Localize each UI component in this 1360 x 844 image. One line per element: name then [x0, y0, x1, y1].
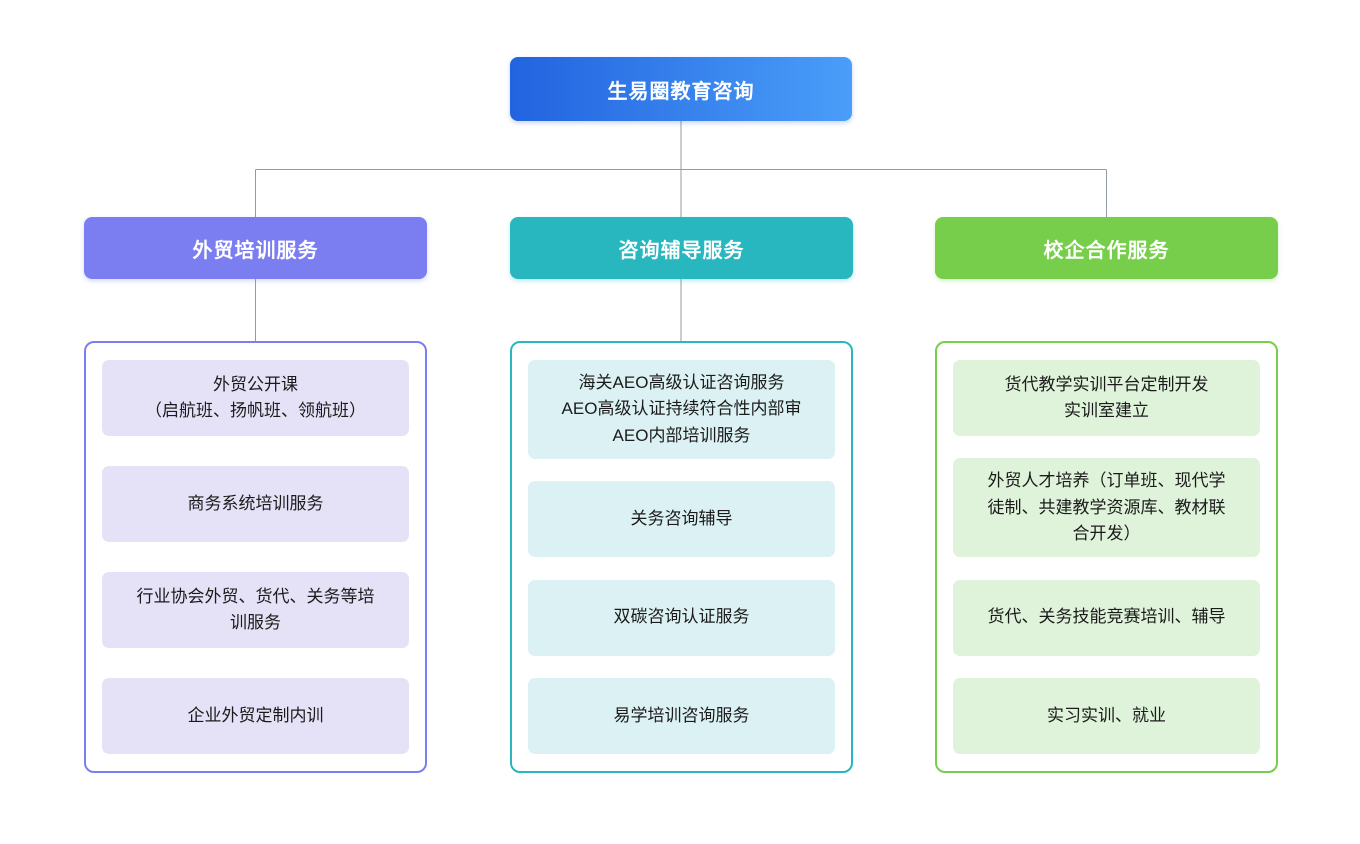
leaf-node: 外贸人才培养（订单班、现代学徒制、共建教学资源库、教材联合开发） [953, 458, 1260, 558]
root-node-label: 生易圈教育咨询 [607, 80, 755, 103]
leaf-node-label: 易学培训咨询服务 [613, 705, 750, 725]
leaf-node: 货代、关务技能竞赛培训、辅导 [953, 579, 1260, 656]
leaf-node-label: 货代教学实训平台定制开发 实训室建立 [1004, 374, 1209, 420]
leaf-node: 外贸公开课 （启航班、扬帆班、领航班） [102, 360, 409, 436]
leaf-node: 双碳咨询认证服务 [528, 579, 835, 656]
branch-header-label: 校企合作服务 [1043, 239, 1170, 262]
root-node: 生易圈教育咨询 [510, 57, 852, 121]
leaf-node-label: 实习实训、就业 [1047, 705, 1166, 725]
branch-header-label: 咨询辅导服务 [618, 239, 745, 262]
branch-header-label: 外贸培训服务 [192, 239, 319, 262]
branch-header-school-enterprise: 校企合作服务 [935, 217, 1278, 279]
leaf-node: 海关AEO高级认证咨询服务 AEO高级认证持续符合性内部审 AEO内部培训服务 [528, 360, 835, 460]
leaf-node-label: 商务系统培训服务 [187, 493, 324, 513]
branch-group-foreign-trade-training: 外贸公开课 （启航班、扬帆班、领航班） 商务系统培训服务 行业协会外贸、货代、关… [84, 341, 427, 773]
leaf-node-label: 货代、关务技能竞赛培训、辅导 [987, 607, 1226, 627]
leaf-node-label: 关务咨询辅导 [630, 509, 733, 529]
leaf-node: 关务咨询辅导 [528, 481, 835, 558]
branch-group-consulting-coaching: 海关AEO高级认证咨询服务 AEO高级认证持续符合性内部审 AEO内部培训服务 … [510, 341, 853, 773]
leaf-node: 易学培训咨询服务 [528, 677, 835, 754]
leaf-node: 商务系统培训服务 [102, 466, 409, 542]
leaf-node-label: 企业外贸定制内训 [187, 705, 324, 725]
leaf-node-label: 行业协会外贸、货代、关务等培训服务 [136, 586, 375, 632]
branch-header-foreign-trade-training: 外贸培训服务 [84, 217, 427, 279]
branch-group-school-enterprise: 货代教学实训平台定制开发 实训室建立 外贸人才培养（订单班、现代学徒制、共建教学… [935, 341, 1278, 773]
leaf-node: 企业外贸定制内训 [102, 678, 409, 754]
leaf-node-label: 外贸人才培养（订单班、现代学徒制、共建教学资源库、教材联合开发） [987, 471, 1226, 543]
leaf-node-label: 双碳咨询认证服务 [613, 607, 750, 627]
branch-header-consulting-coaching: 咨询辅导服务 [510, 217, 853, 279]
leaf-node: 实习实训、就业 [953, 677, 1260, 754]
leaf-node-label: 海关AEO高级认证咨询服务 AEO高级认证持续符合性内部审 AEO内部培训服务 [561, 373, 802, 445]
leaf-node: 行业协会外贸、货代、关务等培训服务 [102, 572, 409, 648]
leaf-node: 货代教学实训平台定制开发 实训室建立 [953, 360, 1260, 436]
leaf-node-label: 外贸公开课 （启航班、扬帆班、领航班） [145, 374, 366, 420]
